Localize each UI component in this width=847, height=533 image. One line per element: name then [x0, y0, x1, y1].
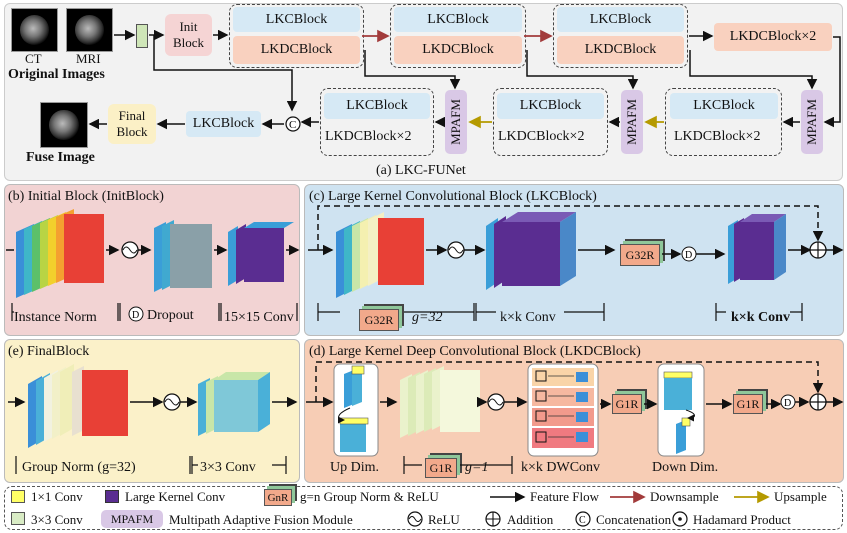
lkc-kconv-1-label: k×k Conv	[500, 310, 556, 325]
mpafm-2-label: MPAFM	[624, 99, 639, 145]
decoder-2-lkc: LKCBlock	[497, 93, 604, 119]
mri-label: MRI	[76, 51, 101, 66]
decoder-stage-2	[493, 88, 608, 156]
mri-image	[66, 8, 113, 52]
lkc-g32r-legend: G32R	[359, 309, 399, 331]
fuse-image-label: Fuse Image	[26, 150, 95, 165]
fused-image	[40, 102, 88, 148]
mpafm-1: MPAFM	[445, 90, 467, 154]
decoder-stage-1	[320, 88, 434, 156]
up-dim-label: Up Dim.	[330, 460, 379, 475]
ct-label: CT	[25, 51, 42, 66]
panel-c-title: (c) Large Kernel Convolutional Block (LK…	[309, 189, 597, 204]
legend-large-kernel: Large Kernel Conv	[125, 489, 226, 504]
encoder-2-lkc: LKCBlock	[394, 7, 522, 32]
legend-concatenation: Concatenation	[596, 512, 672, 527]
lkdc-g1r-norm-1: G1R	[612, 394, 642, 414]
initblock-conv-label: 15×15 Conv	[224, 310, 294, 325]
finalblock-conv-label: 3×3 Conv	[200, 460, 256, 475]
group-norm-label: Group Norm (g=32)	[22, 460, 136, 475]
panel-e-title: (e) FinalBlock	[8, 344, 90, 359]
init-block-line1: Init	[179, 19, 198, 34]
decoder-3-lkc: LKCBlock	[670, 93, 778, 119]
legend-gnr: g=n Group Norm & ReLU	[300, 489, 439, 504]
encoder-2-lkdc: LKDCBlock	[394, 36, 522, 64]
legend	[4, 486, 843, 530]
panel-d-title: (d) Large Kernel Deep Convolutional Bloc…	[309, 344, 641, 359]
lkdc-g1r-legend: G1R	[425, 458, 457, 478]
mpafm-2: MPAFM	[621, 90, 643, 154]
lkc-kconv-2-label: k×k Conv	[731, 310, 790, 325]
lkdc-g1r-norm-2: G1R	[733, 394, 763, 414]
original-images-label: Original Images	[8, 67, 105, 82]
legend-addition: Addition	[507, 512, 554, 527]
input-conv-block	[136, 24, 148, 48]
down-dim-label: Down Dim.	[652, 460, 719, 475]
legend-feature-flow: Feature Flow	[530, 489, 599, 504]
decoder-stage-3	[665, 88, 782, 156]
output-lkc: LKCBlock	[186, 111, 261, 137]
encoder-3-lkdc: LKDCBlock	[557, 36, 684, 64]
final-block-line2: Block	[116, 124, 148, 139]
ct-image	[11, 8, 58, 52]
legend-conv1: 1×1 Conv	[31, 489, 83, 504]
mpafm-3: MPAFM	[801, 90, 823, 154]
conv3-swatch	[11, 512, 25, 525]
lkc-group-label: g=32	[412, 310, 443, 325]
architecture-caption: (a) LKC-FUNet	[376, 163, 466, 178]
panel-b-title: (b) Initial Block (InitBlock)	[8, 189, 164, 204]
decoder-2-lkdc: LKDCBlock×2	[498, 129, 585, 144]
decoder-3-lkdc: LKDCBlock×2	[674, 129, 761, 144]
init-block: Init Block	[165, 14, 212, 56]
init-block-line2: Block	[172, 35, 205, 50]
encoder-1-lkc: LKCBlock	[233, 7, 360, 32]
mpafm-1-label: MPAFM	[448, 99, 463, 145]
bottleneck-lkdc: LKDCBlock×2	[714, 23, 832, 51]
legend-relu: ReLU	[428, 512, 460, 527]
dropout-label: Dropout	[147, 308, 194, 323]
instance-norm-label: Instance Norm	[14, 310, 97, 325]
lkdc-group-label: g=1	[465, 460, 489, 475]
legend-mpafm: Multipath Adaptive Fusion Module	[169, 512, 353, 527]
gnr-swatch: GnR	[264, 489, 292, 506]
encoder-1-lkdc: LKDCBlock	[233, 36, 360, 64]
final-block-line1: Final	[118, 108, 146, 123]
legend-upsample: Upsample	[774, 489, 827, 504]
legend-hadamard: Hadamard Product	[693, 512, 791, 527]
legend-conv3: 3×3 Conv	[31, 512, 83, 527]
large-kernel-swatch	[105, 490, 119, 503]
lkc-g32r-norm: G32R	[620, 244, 660, 266]
conv1-swatch	[11, 490, 25, 503]
legend-downsample: Downsample	[650, 489, 719, 504]
final-block: Final Block	[108, 104, 156, 144]
decoder-1-lkdc: LKDCBlock×2	[325, 129, 412, 144]
mpafm-3-label: MPAFM	[804, 99, 819, 145]
mpafm-swatch: MPAFM	[101, 510, 163, 528]
decoder-1-lkc: LKCBlock	[324, 93, 430, 119]
encoder-3-lkc: LKCBlock	[557, 7, 684, 32]
dwconv-label: k×k DWConv	[521, 460, 601, 475]
